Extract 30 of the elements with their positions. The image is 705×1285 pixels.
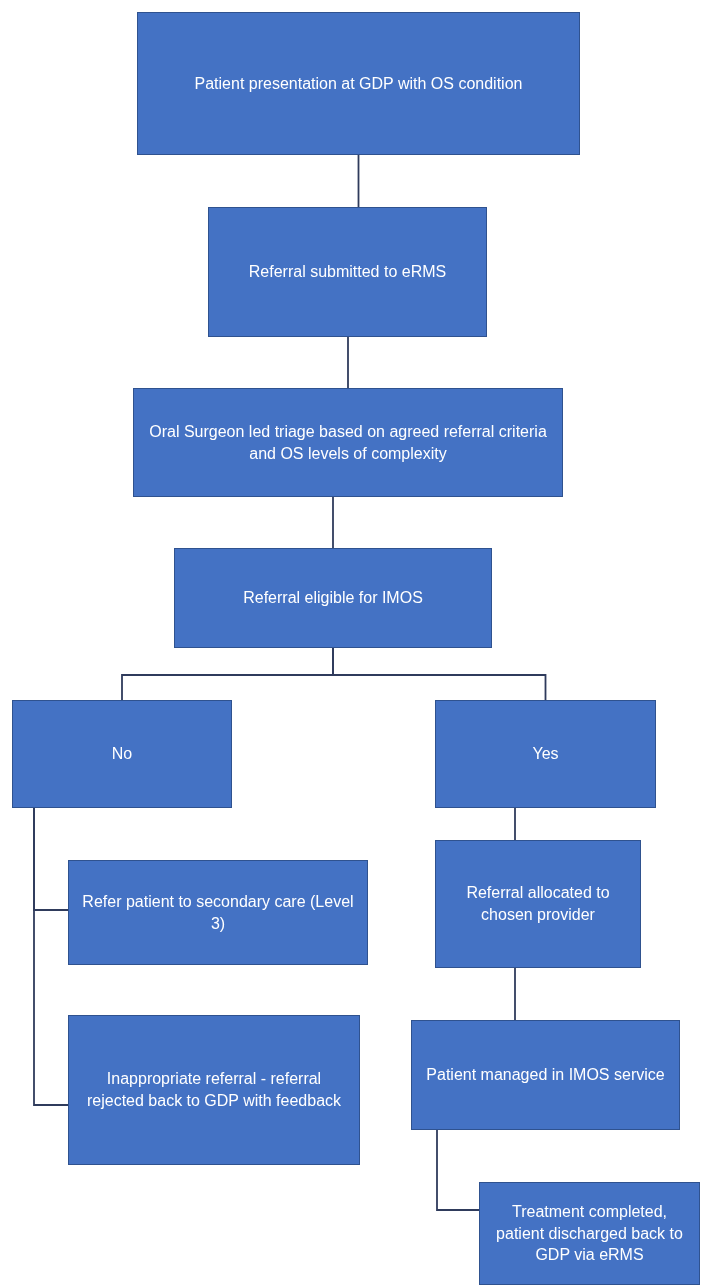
box-label: Yes [532,744,559,765]
box-label: Referral allocated to chosen provider [465,883,611,925]
connector-line [33,807,69,1106]
process-box [435,700,656,808]
box-label: Oral Surgeon led triage based on agreed referral criteria and OS levels of complexity [148,421,548,464]
process-box [68,1015,360,1165]
box-label: No [111,744,133,765]
process-box [68,860,368,965]
connector-line [332,496,334,549]
box-label: Patient managed in IMOS service [426,1065,665,1086]
connector-line [357,154,360,208]
process-box [12,700,232,808]
process-box [435,840,641,968]
box-label: Referral eligible for IMOS [243,588,423,609]
box-label: Referral submitted to eRMS [248,262,447,283]
process-box [133,388,563,497]
box-label: Patient presentation at GDP with OS condition [194,73,523,94]
process-box [479,1182,700,1285]
box-label: Refer patient to secondary care (Level 3) [81,891,355,934]
connector-line [514,807,516,841]
connector-line [347,336,349,389]
connector-line [514,967,516,1021]
box-label: Treatment completed, patient discharged back to GDP via eRMS [495,1202,684,1266]
connector-line [332,647,547,701]
process-box [137,12,580,155]
box-label: Inappropriate referral - referral rejected back to GDP with feedback [85,1069,343,1111]
process-box [411,1020,680,1130]
process-box [174,548,492,648]
process-box [208,207,487,337]
connector-line [436,1129,480,1211]
